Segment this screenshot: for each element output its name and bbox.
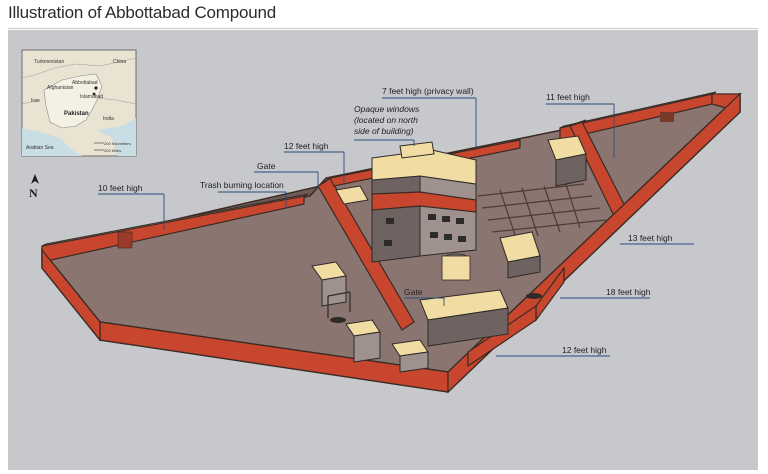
- map-label-abbottabad: Abbottabad: [72, 80, 98, 86]
- title-divider: [8, 28, 758, 29]
- label-wall-10ft: 10 feet high: [98, 183, 143, 193]
- map-label-india: India: [103, 116, 114, 122]
- label-trash-burning: Trash burning location: [200, 180, 284, 190]
- main-house: [371, 141, 477, 281]
- map-label-arabian-sea: Arabian Sea: [26, 145, 54, 151]
- map-label-china: China: [113, 59, 126, 65]
- map-label-pakistan: Pakistan: [64, 111, 89, 117]
- label-wall-18ft: 18 feet high: [606, 287, 651, 297]
- label-wall-11ft: 11 feet high: [546, 92, 590, 102]
- map-marker-islamabad: [92, 92, 96, 96]
- map-scale-km: 200 Kilometers: [104, 141, 131, 146]
- label-gate-top: Gate: [257, 161, 276, 171]
- label-opaque-windows-3: side of building): [354, 126, 414, 136]
- label-opaque-windows-2: (located on north: [354, 115, 418, 125]
- north-arrow-icon: [31, 174, 39, 184]
- callout-leaders: [98, 97, 694, 357]
- label-wall-12ft-bottom: 12 feet high: [562, 345, 607, 355]
- label-wall-13ft: 13 feet high: [628, 233, 673, 243]
- map-label-islamabad: Islamabad: [80, 94, 103, 100]
- map-scale-miles: 200 Miles: [104, 148, 121, 153]
- map-marker-abbottabad: [94, 86, 98, 90]
- label-gate-mid: Gate: [404, 287, 423, 297]
- map-label-iran: Iran: [31, 98, 40, 104]
- label-wall-12ft-top: 12 feet high: [284, 141, 329, 151]
- locator-map: Turkmenistan China Afghanistan Iran Paki…: [21, 49, 137, 157]
- page-title: Illustration of Abbottabad Compound: [8, 3, 277, 22]
- north-label: N: [29, 186, 38, 200]
- compound-drawing: [40, 91, 743, 394]
- map-label-turkmenistan: Turkmenistan: [34, 59, 64, 65]
- label-privacy-wall: 7 feet high (privacy wall): [382, 86, 474, 96]
- map-label-afghanistan: Afghanistan: [47, 85, 74, 91]
- label-opaque-windows-1: Opaque windows: [354, 104, 420, 114]
